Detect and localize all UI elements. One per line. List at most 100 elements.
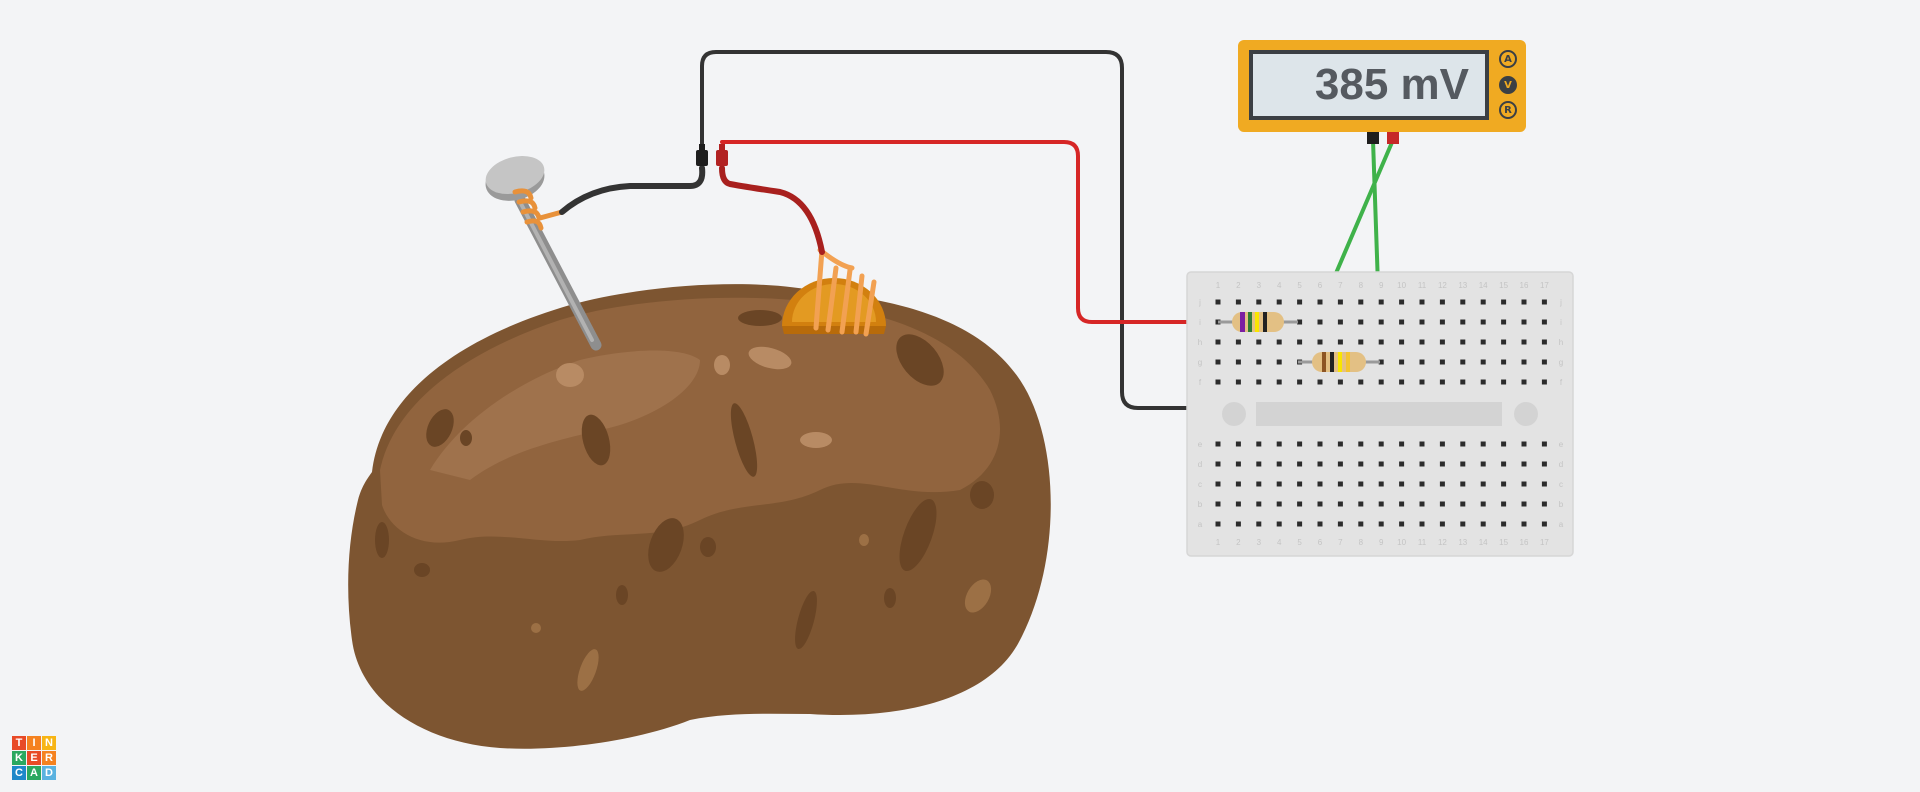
breadboard-hole[interactable] bbox=[1480, 359, 1486, 365]
breadboard-hole[interactable] bbox=[1358, 299, 1364, 305]
breadboard-hole[interactable] bbox=[1460, 339, 1466, 345]
breadboard-hole[interactable] bbox=[1297, 501, 1303, 507]
breadboard-hole[interactable] bbox=[1215, 501, 1221, 507]
breadboard-hole[interactable] bbox=[1521, 461, 1527, 467]
breadboard-hole[interactable] bbox=[1235, 501, 1241, 507]
breadboard-hole[interactable] bbox=[1399, 441, 1405, 447]
breadboard-hole[interactable] bbox=[1480, 299, 1486, 305]
breadboard-hole[interactable] bbox=[1419, 461, 1425, 467]
breadboard-hole[interactable] bbox=[1378, 359, 1384, 365]
breadboard-hole[interactable] bbox=[1419, 299, 1425, 305]
breadboard-hole[interactable] bbox=[1480, 319, 1486, 325]
breadboard-hole[interactable] bbox=[1378, 379, 1384, 385]
breadboard-hole[interactable] bbox=[1399, 461, 1405, 467]
breadboard-hole[interactable] bbox=[1419, 359, 1425, 365]
breadboard-hole[interactable] bbox=[1501, 481, 1507, 487]
breadboard-hole[interactable] bbox=[1541, 461, 1547, 467]
breadboard-hole[interactable] bbox=[1460, 299, 1466, 305]
breadboard-hole[interactable] bbox=[1337, 521, 1343, 527]
breadboard-hole[interactable] bbox=[1439, 319, 1445, 325]
breadboard-hole[interactable] bbox=[1501, 339, 1507, 345]
breadboard-hole[interactable] bbox=[1235, 299, 1241, 305]
breadboard-hole[interactable] bbox=[1215, 359, 1221, 365]
copper-electrode[interactable] bbox=[782, 247, 886, 337]
breadboard-hole[interactable] bbox=[1276, 379, 1282, 385]
breadboard-hole[interactable] bbox=[1297, 481, 1303, 487]
breadboard-hole[interactable] bbox=[1501, 319, 1507, 325]
breadboard-hole[interactable] bbox=[1256, 359, 1262, 365]
breadboard-hole[interactable] bbox=[1521, 339, 1527, 345]
breadboard-hole[interactable] bbox=[1297, 379, 1303, 385]
breadboard-hole[interactable] bbox=[1480, 481, 1486, 487]
breadboard-hole[interactable] bbox=[1256, 461, 1262, 467]
breadboard-hole[interactable] bbox=[1297, 461, 1303, 467]
breadboard-hole[interactable] bbox=[1521, 319, 1527, 325]
breadboard-hole[interactable] bbox=[1378, 461, 1384, 467]
breadboard-hole[interactable] bbox=[1419, 319, 1425, 325]
breadboard-hole[interactable] bbox=[1276, 481, 1282, 487]
breadboard-hole[interactable] bbox=[1276, 441, 1282, 447]
breadboard-hole[interactable] bbox=[1235, 359, 1241, 365]
breadboard-hole[interactable] bbox=[1378, 481, 1384, 487]
breadboard-hole[interactable] bbox=[1378, 441, 1384, 447]
breadboard-hole[interactable] bbox=[1501, 521, 1507, 527]
breadboard-hole[interactable] bbox=[1460, 319, 1466, 325]
breadboard-hole[interactable] bbox=[1541, 299, 1547, 305]
breadboard-hole[interactable] bbox=[1399, 481, 1405, 487]
breadboard-hole[interactable] bbox=[1541, 521, 1547, 527]
breadboard-hole[interactable] bbox=[1521, 521, 1527, 527]
breadboard-hole[interactable] bbox=[1378, 339, 1384, 345]
breadboard-hole[interactable] bbox=[1215, 441, 1221, 447]
breadboard-hole[interactable] bbox=[1256, 339, 1262, 345]
breadboard-hole[interactable] bbox=[1399, 339, 1405, 345]
breadboard-hole[interactable] bbox=[1480, 501, 1486, 507]
wire-junction-pins[interactable] bbox=[696, 144, 728, 166]
breadboard-hole[interactable] bbox=[1460, 501, 1466, 507]
breadboard-hole[interactable] bbox=[1439, 501, 1445, 507]
breadboard-hole[interactable] bbox=[1521, 299, 1527, 305]
breadboard-hole[interactable] bbox=[1297, 521, 1303, 527]
breadboard-hole[interactable] bbox=[1521, 359, 1527, 365]
breadboard-hole[interactable] bbox=[1480, 379, 1486, 385]
breadboard-hole[interactable] bbox=[1235, 481, 1241, 487]
breadboard-hole[interactable] bbox=[1317, 521, 1323, 527]
breadboard-hole[interactable] bbox=[1337, 299, 1343, 305]
breadboard-hole[interactable] bbox=[1419, 521, 1425, 527]
breadboard-hole[interactable] bbox=[1460, 441, 1466, 447]
breadboard-hole[interactable] bbox=[1256, 481, 1262, 487]
breadboard-hole[interactable] bbox=[1460, 521, 1466, 527]
breadboard[interactable]: 1122334455667788991010111112121313141415… bbox=[1186, 271, 1574, 557]
breadboard-hole[interactable] bbox=[1419, 481, 1425, 487]
breadboard-hole[interactable] bbox=[1297, 339, 1303, 345]
breadboard-hole[interactable] bbox=[1439, 339, 1445, 345]
breadboard-hole[interactable] bbox=[1399, 299, 1405, 305]
resistor-1[interactable] bbox=[1218, 312, 1298, 332]
breadboard-hole[interactable] bbox=[1460, 481, 1466, 487]
voltmeter-mode-button[interactable]: V bbox=[1499, 76, 1517, 94]
breadboard-hole[interactable] bbox=[1399, 521, 1405, 527]
breadboard-hole[interactable] bbox=[1235, 461, 1241, 467]
breadboard-hole[interactable] bbox=[1460, 359, 1466, 365]
breadboard-hole[interactable] bbox=[1317, 481, 1323, 487]
breadboard-hole[interactable] bbox=[1256, 501, 1262, 507]
breadboard-hole[interactable] bbox=[1358, 379, 1364, 385]
breadboard-hole[interactable] bbox=[1358, 339, 1364, 345]
breadboard-hole[interactable] bbox=[1439, 481, 1445, 487]
breadboard-hole[interactable] bbox=[1460, 379, 1466, 385]
breadboard-hole[interactable] bbox=[1337, 481, 1343, 487]
breadboard-hole[interactable] bbox=[1541, 379, 1547, 385]
breadboard-hole[interactable] bbox=[1358, 481, 1364, 487]
breadboard-hole[interactable] bbox=[1215, 521, 1221, 527]
breadboard-hole[interactable] bbox=[1541, 319, 1547, 325]
breadboard-hole[interactable] bbox=[1541, 441, 1547, 447]
breadboard-hole[interactable] bbox=[1235, 379, 1241, 385]
breadboard-hole[interactable] bbox=[1235, 339, 1241, 345]
breadboard-hole[interactable] bbox=[1358, 441, 1364, 447]
breadboard-hole[interactable] bbox=[1276, 299, 1282, 305]
zinc-nail-electrode[interactable] bbox=[481, 150, 602, 351]
breadboard-hole[interactable] bbox=[1501, 461, 1507, 467]
breadboard-hole[interactable] bbox=[1521, 481, 1527, 487]
breadboard-hole[interactable] bbox=[1256, 299, 1262, 305]
breadboard-hole[interactable] bbox=[1337, 339, 1343, 345]
